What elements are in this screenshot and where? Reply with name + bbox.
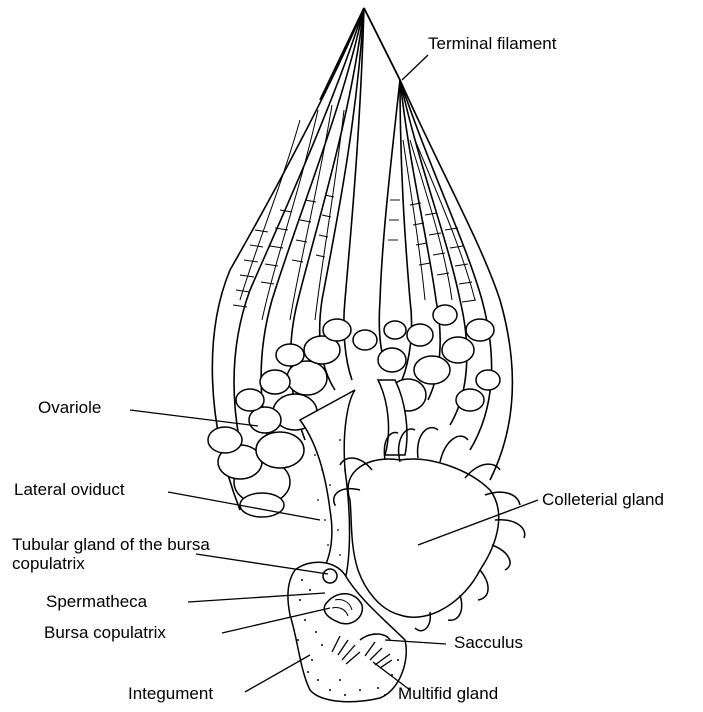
leader-ovariole <box>130 410 258 426</box>
ovariole-sheath <box>240 120 300 300</box>
leader-terminal-filament <box>402 55 428 80</box>
label-colleterial-gland: Colleterial gland <box>542 490 664 510</box>
leader-integument <box>245 655 310 692</box>
lateral-oviduct <box>300 390 355 580</box>
label-terminal-filament: Terminal filament <box>428 34 557 54</box>
label-spermatheca: Spermatheca <box>46 592 147 612</box>
ovariole-sheath <box>262 110 318 320</box>
label-integument: Integument <box>128 684 213 704</box>
label-lateral-oviduct: Lateral oviduct <box>14 480 125 500</box>
label-tubular-gland: Tubular gland of the bursa copulatrix <box>12 535 212 573</box>
label-bursa-copulatrix: Bursa copulatrix <box>44 623 166 643</box>
label-ovariole: Ovariole <box>38 398 101 418</box>
label-sacculus: Sacculus <box>454 633 523 653</box>
label-multifid-gland: Multifid gland <box>398 684 498 704</box>
